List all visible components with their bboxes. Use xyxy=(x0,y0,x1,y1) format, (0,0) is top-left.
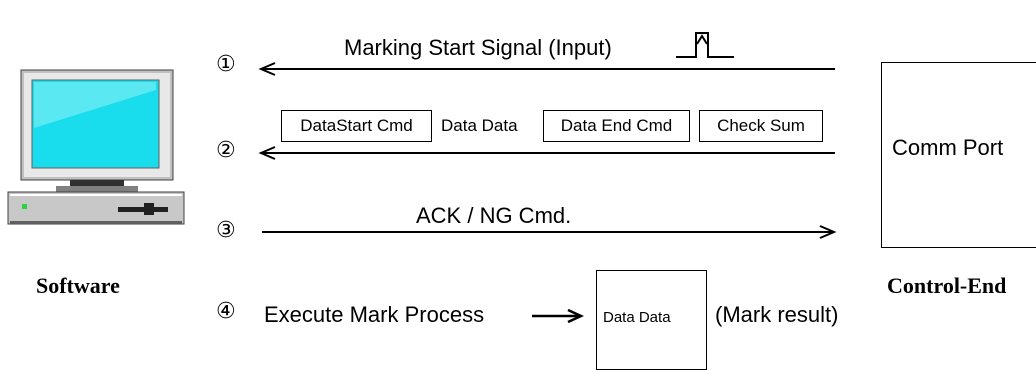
control-end-box: Comm Port xyxy=(881,62,1036,248)
ack-label: ACK / NG Cmd. xyxy=(416,203,572,228)
process-result-label: (Mark result) xyxy=(715,302,839,327)
step-4-marker: ④ xyxy=(216,299,236,324)
desktop-computer-icon xyxy=(7,69,185,225)
step-2-marker: ② xyxy=(216,138,236,163)
step-3-marker: ③ xyxy=(216,218,236,243)
process-label: Execute Mark Process xyxy=(264,302,485,327)
process-arrow-head xyxy=(567,308,584,324)
step-1-marker: ① xyxy=(216,52,236,77)
diagram-lines xyxy=(258,32,837,324)
data-arrow-head xyxy=(258,146,276,160)
comm-port-label: Comm Port xyxy=(892,135,1004,160)
packet-field-datastart: DataStart Cmd xyxy=(281,110,432,142)
packet-field-data: Data Data xyxy=(441,116,518,135)
ack-arrow-head xyxy=(819,225,837,239)
packet-field-checksum: Check Sum xyxy=(699,110,823,142)
process-data-box: Data Data xyxy=(596,270,707,370)
signal-arrow-head xyxy=(258,62,276,76)
pulse-icon xyxy=(676,32,734,58)
control-end-label: Control-End xyxy=(887,273,1007,298)
software-label: Software xyxy=(36,273,120,298)
process-data-label: Data Data xyxy=(603,309,671,326)
signal-label: Marking Start Signal (Input) xyxy=(344,35,612,60)
packet-field-dataend: Data End Cmd xyxy=(543,110,690,142)
